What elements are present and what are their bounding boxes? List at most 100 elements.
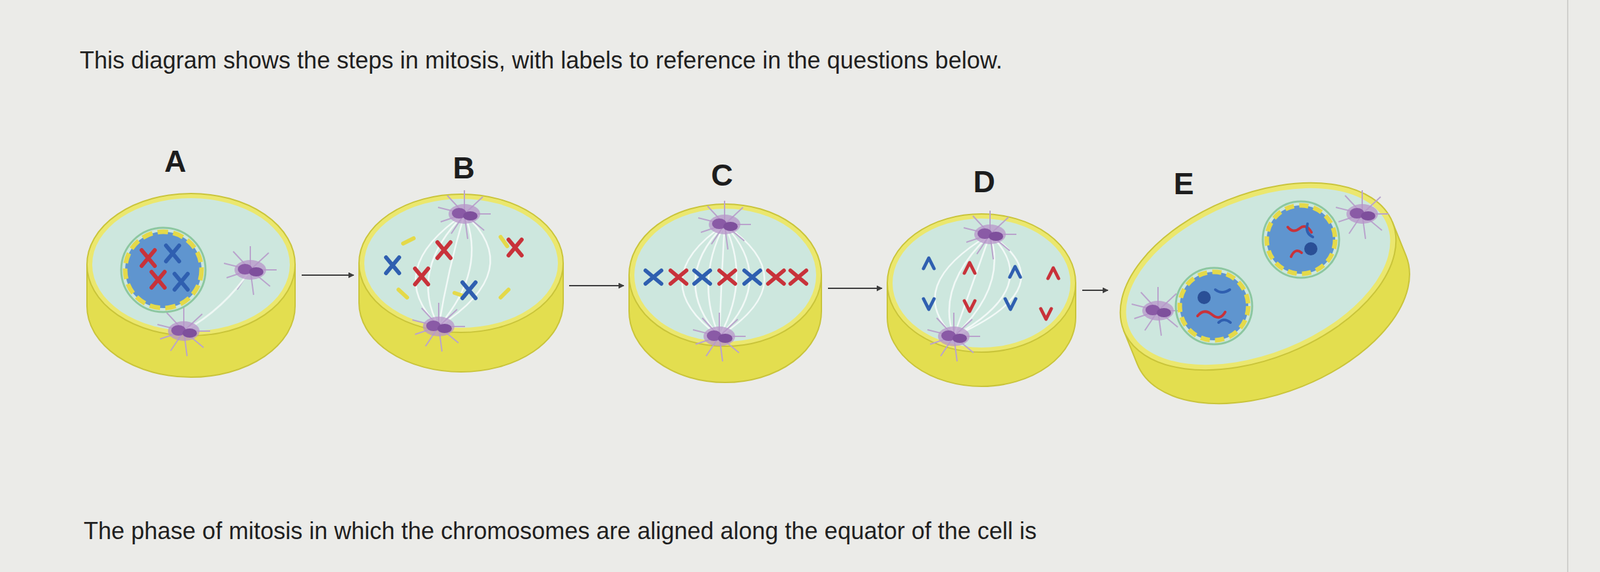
- cell-stage: D: [885, 162, 1079, 383]
- step-arrow: [301, 274, 354, 276]
- cell-c-drawing: [708, 214, 741, 235]
- cell-b-drawing: [412, 303, 466, 352]
- cell-e-contents: [1197, 226, 1312, 318]
- cell-e-contents: [1197, 291, 1211, 305]
- question-text: The phase of mitosis in which the chromo…: [83, 517, 1037, 546]
- cell-d-drawing: [923, 258, 935, 269]
- cell-c-drawing: [629, 204, 822, 347]
- stage-letter: A: [164, 143, 186, 180]
- cell-a-drawing: [151, 272, 165, 288]
- cell-b-drawing: [438, 214, 491, 327]
- cell-e-contents: [1215, 289, 1230, 293]
- step-arrow: [569, 285, 624, 287]
- cell-e-contents: [1335, 190, 1389, 240]
- cell-d-drawing: [892, 218, 1071, 348]
- cell-c-drawing: [719, 270, 736, 284]
- stage-letter: E: [1173, 165, 1195, 202]
- cell-c-drawing: [768, 270, 784, 284]
- cell-c-drawing: [670, 270, 687, 284]
- cell-b-drawing: [398, 289, 408, 298]
- cell-d-drawing: [1040, 308, 1052, 320]
- cell-stage: B: [357, 148, 566, 376]
- cell-b-drawing: [422, 316, 455, 337]
- cell-d-drawing: [953, 234, 1021, 337]
- cell-c-drawing: [703, 326, 736, 347]
- cell-c-drawing: [744, 270, 761, 284]
- cell-c-drawing: [634, 208, 817, 342]
- cell-e-contents: [1215, 223, 1313, 323]
- cell-c-drawing: [719, 224, 765, 337]
- stage-letter: B: [452, 150, 475, 186]
- cell-e-contents: [1142, 301, 1174, 321]
- cell-b-drawing: [448, 204, 481, 224]
- cell-a-drawing: [167, 321, 200, 342]
- cell-b-drawing: [508, 239, 522, 256]
- cell-d-drawing: [927, 312, 981, 362]
- cell-e-contents: [1262, 201, 1340, 278]
- cell-e-contents: [1266, 205, 1336, 275]
- cell-d-drawing: [1009, 266, 1021, 278]
- step-arrow: [1082, 289, 1108, 292]
- cell-a-drawing: [174, 274, 188, 290]
- cell-b-drawing: [358, 194, 564, 333]
- cell-d-drawing: [887, 210, 1076, 387]
- cell-c-drawing: [645, 270, 662, 284]
- cell-d-drawing: [953, 234, 1011, 337]
- cell-b-drawing: [364, 198, 558, 329]
- step-arrow: [827, 287, 883, 290]
- cell-b-drawing: [428, 214, 465, 327]
- cell-d-drawing: [887, 214, 1076, 353]
- cell-d-drawing: [953, 234, 995, 337]
- page-border: [1567, 0, 1569, 572]
- cell-d-drawing: [937, 326, 970, 347]
- cell-stage: A: [83, 141, 298, 379]
- cell-d-drawing: [964, 262, 975, 274]
- cell-e-drawing: [1092, 146, 1424, 408]
- stage-letter: D: [972, 164, 995, 200]
- cell-c-drawing: [694, 270, 711, 284]
- cell-e-contents: [1131, 190, 1389, 345]
- cell-a-drawing: [86, 193, 296, 378]
- cell-d-drawing: [964, 301, 975, 312]
- cell-b-drawing: [414, 268, 429, 285]
- cell-d-drawing: [923, 299, 935, 310]
- cell-a-drawing: [141, 250, 155, 267]
- cell-d-drawing: [974, 224, 1006, 245]
- cell-c-drawing: [681, 224, 765, 337]
- cell-b-drawing: [500, 237, 508, 247]
- cell-c-drawing: [698, 200, 751, 250]
- cell-a-drawing: [223, 246, 277, 296]
- cell-e-drawing: [1100, 152, 1417, 400]
- cell-e-drawing: [1092, 146, 1437, 442]
- cell-a-drawing: [157, 307, 211, 357]
- cell-b-drawing: [437, 242, 451, 259]
- cell-e-contents: [1175, 268, 1253, 345]
- title-text: This diagram shows the steps in mitosis,…: [79, 46, 1003, 75]
- cell-a-drawing: [234, 260, 267, 280]
- cell-e-contents: [1306, 223, 1313, 238]
- cell-d-drawing: [1048, 268, 1059, 279]
- cell-b-drawing: [358, 190, 564, 373]
- cell-e-contents: [1197, 311, 1226, 318]
- cell-e-contents: [1304, 242, 1318, 256]
- cell-a-drawing: [165, 245, 180, 262]
- cell-b-drawing: [386, 257, 400, 274]
- cell-a-drawing: [125, 231, 202, 309]
- cell-d-drawing: [1005, 299, 1016, 310]
- cell-a-drawing: [121, 227, 206, 313]
- cell-e-contents: [1291, 250, 1302, 257]
- cell-b-drawing: [398, 237, 509, 298]
- cell-b-drawing: [500, 289, 509, 298]
- cell-d-drawing: [963, 210, 1017, 260]
- cell-b-drawing: [403, 238, 414, 244]
- cell-e-contents: [1218, 320, 1231, 323]
- stage-letter: C: [710, 157, 733, 194]
- cell-b-drawing: [438, 190, 491, 240]
- cell-e-contents: [1179, 272, 1249, 341]
- cell-c-drawing: [790, 270, 807, 284]
- cell-b-drawing: [462, 282, 476, 299]
- cell-a-drawing: [86, 193, 296, 336]
- cell-c-drawing: [692, 312, 746, 362]
